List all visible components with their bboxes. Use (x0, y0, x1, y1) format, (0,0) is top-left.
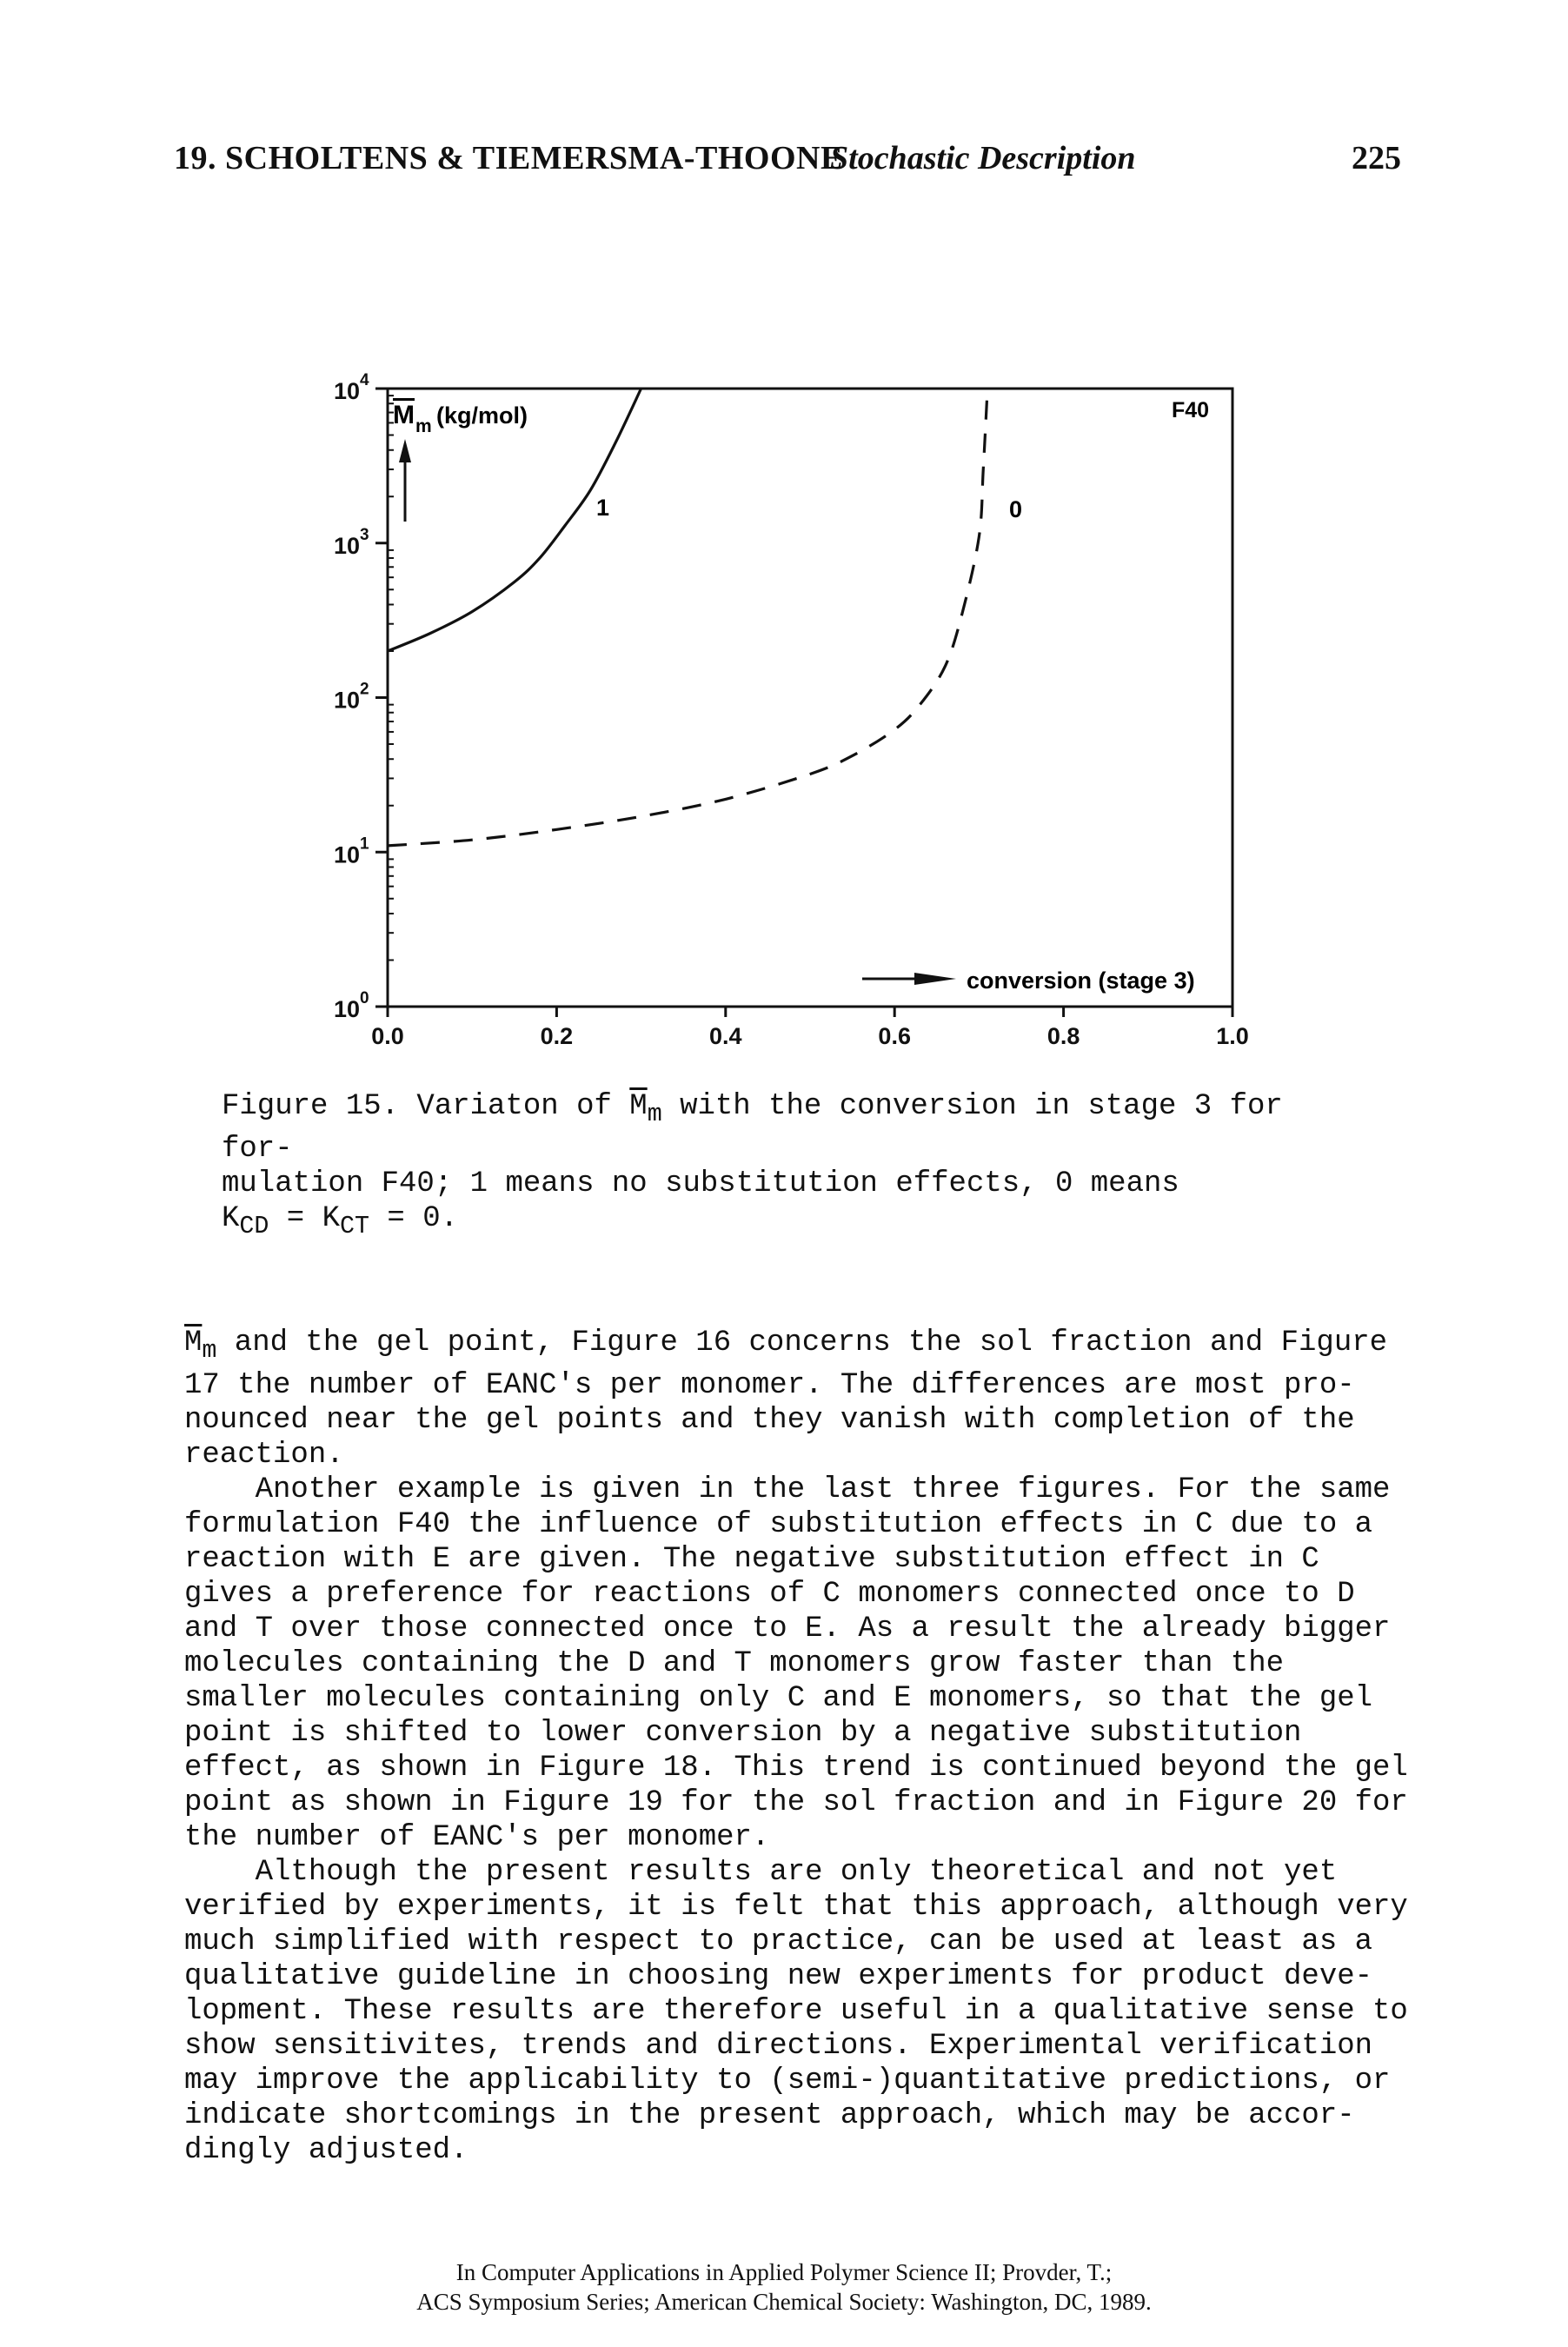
caption-symbol-subscript: m (647, 1099, 662, 1128)
caption-line1-a: Figure 15. Variaton of (222, 1090, 630, 1123)
running-head-authors: 19. SCHOLTENS & TIEMERSMA-THOONE (174, 140, 843, 176)
running-head-title: Stochastic Description (830, 140, 1136, 176)
x-tick-label: 0.6 (878, 1023, 911, 1049)
y-tick-label-base: 10 (334, 688, 360, 714)
caption-line3-end: = 0. (369, 1201, 459, 1235)
citation-line-1: In Computer Applications in Applied Poly… (455, 2259, 1113, 2285)
caption-symbol: M (629, 1090, 648, 1123)
page-number: 225 (1352, 140, 1401, 176)
paragraph-1-subscript: m (202, 1335, 217, 1365)
y-tick-label-exponent: 3 (360, 526, 369, 544)
plot-frame (386, 387, 1234, 1008)
curve-label-1: 1 (596, 495, 609, 521)
y-axis-label-symbol: M (393, 401, 415, 429)
y-tick-label-exponent: 2 (360, 681, 369, 699)
formulation-label: F40 (1172, 398, 1209, 422)
paragraph-1-symbol: M (184, 1326, 203, 1360)
body-text: Mm and the gel point, Figure 16 concerns… (184, 1326, 1410, 2168)
paragraph-2: Another example is given in the last thr… (184, 1473, 1408, 1854)
y-tick-label-exponent: 4 (360, 371, 369, 389)
running-head: 19. SCHOLTENS & TIEMERSMA-THOONE Stochas… (174, 139, 1401, 183)
paragraph-1: Mm and the gel point, Figure 16 concerns… (184, 1326, 1410, 1473)
caption-line2: mulation F40; 1 means no substitution ef… (222, 1167, 1179, 1200)
paragraph-3: Although the present results are only th… (184, 1855, 1408, 2167)
x-tick-label: 1.0 (1216, 1023, 1249, 1049)
series-line-0 (388, 389, 989, 848)
y-tick-label-base: 10 (334, 996, 360, 1022)
y-axis-arrow-icon (399, 439, 411, 522)
caption-line3-sub2: CT (340, 1211, 370, 1240)
figure-caption: Figure 15. Variaton of Mm with the conve… (222, 1089, 1369, 1244)
y-tick-label-base: 10 (334, 533, 360, 559)
citation-footer: In Computer Applications in Applied Poly… (0, 2257, 1568, 2317)
y-tick-label-base: 10 (334, 378, 360, 404)
caption-line3-k1: K (222, 1201, 240, 1235)
x-tick-label: 0.4 (709, 1023, 742, 1049)
x-axis-arrow-icon (862, 973, 956, 985)
y-tick-label-base: 10 (334, 841, 360, 868)
x-tick-label: 0.0 (371, 1023, 404, 1049)
x-axis-label: conversion (stage 3) (967, 967, 1195, 994)
citation-line-2: ACS Symposium Series; American Chemical … (416, 2289, 1152, 2315)
x-tick-label: 0.2 (541, 1023, 574, 1049)
y-axis-label-subscript: m (415, 416, 432, 436)
caption-line3-eq: = K (269, 1201, 341, 1235)
y-tick-label-exponent: 1 (360, 834, 369, 853)
x-tick-label: 0.8 (1047, 1023, 1080, 1049)
series-line-1 (388, 389, 643, 653)
y-axis-label-unit: (kg/mol) (436, 402, 528, 429)
caption-line3-sub1: CD (239, 1211, 269, 1240)
curve-label-0: 0 (1009, 496, 1022, 522)
y-tick-label-exponent: 0 (360, 989, 369, 1007)
caption-line1-b: with the conversion in stage 3 for for- (222, 1090, 1301, 1166)
paragraph-1-text: and the gel point, Figure 16 concerns th… (184, 1326, 1388, 1472)
